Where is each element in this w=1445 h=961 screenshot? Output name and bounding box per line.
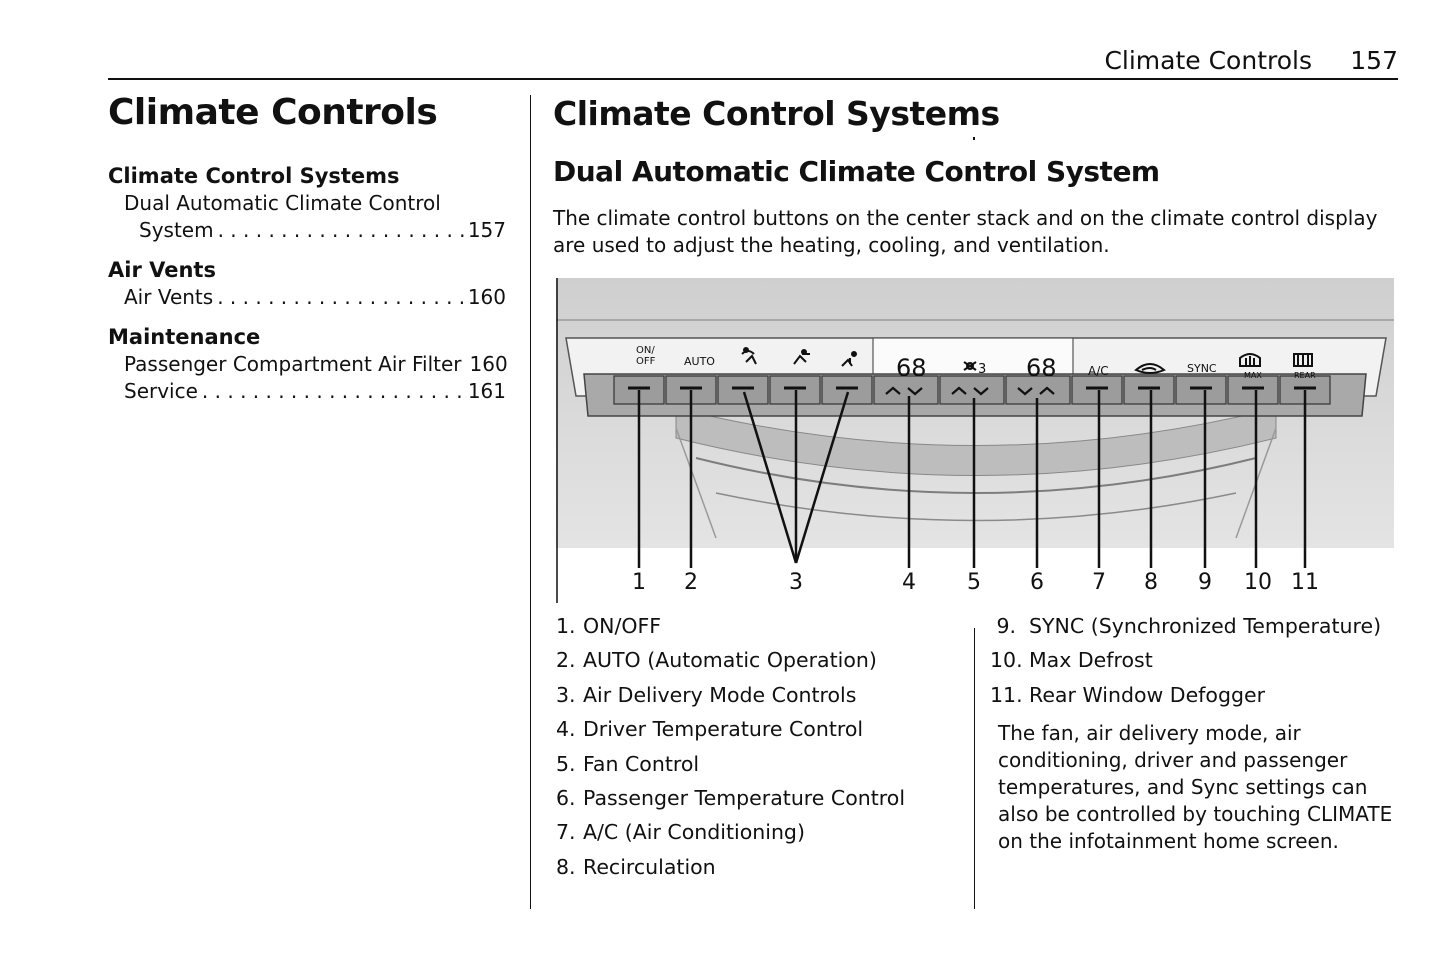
toc-entry-page: 161 xyxy=(467,379,506,403)
toc-entry[interactable]: System 157 xyxy=(108,217,506,244)
note-paragraph: The fan, air delivery mode, air conditio… xyxy=(998,721,1393,853)
defrost-floor-icon xyxy=(741,347,757,365)
toc-entry-wrap: Dual Automatic Climate Control xyxy=(108,190,506,217)
recirculation-button[interactable] xyxy=(1123,375,1175,405)
mode-defrost-floor-button[interactable] xyxy=(717,375,769,405)
subsection-title: Dual Automatic Climate Control System xyxy=(553,155,1160,188)
rear-defog-icon xyxy=(1293,353,1313,367)
toc-entry-page: 160 xyxy=(467,285,506,309)
toc-entry-page: 160 xyxy=(469,352,508,376)
callout-3: 3 xyxy=(789,570,803,595)
callout-4: 4 xyxy=(902,570,916,595)
header-page-number: 157 xyxy=(1350,46,1398,75)
callout-11: 11 xyxy=(1291,570,1319,595)
callout-10: 10 xyxy=(1244,570,1272,595)
sync-label: SYNC xyxy=(1187,362,1217,375)
sync-button[interactable] xyxy=(1175,375,1227,405)
toc-entry-title: Service xyxy=(124,379,198,403)
toc-group-climate: Climate Control Systems Dual Automatic C… xyxy=(108,162,506,244)
header-section-title: Climate Controls xyxy=(1104,46,1312,75)
toc-entry[interactable]: Passenger Compartment Air Filter 160 xyxy=(108,351,508,378)
chapter-toc: Climate Control Systems Dual Automatic C… xyxy=(108,162,508,417)
rear-label: REAR xyxy=(1294,371,1316,380)
toc-group-air-vents: Air Vents Air Vents 160 xyxy=(108,256,506,311)
auto-label: AUTO xyxy=(684,355,715,368)
callout-6: 6 xyxy=(1030,570,1044,595)
column-divider xyxy=(530,95,531,909)
on-label: ON/ xyxy=(636,345,655,356)
max-defrost-icon xyxy=(1239,353,1261,367)
ac-label: A/C xyxy=(1088,364,1109,378)
passenger-temp-rocker[interactable] xyxy=(1005,375,1071,405)
toc-group-maintenance: Maintenance Passenger Compartment Air Fi… xyxy=(108,323,508,405)
toc-heading: Air Vents xyxy=(108,258,216,282)
callout-2: 2 xyxy=(684,570,698,595)
toc-heading: Maintenance xyxy=(108,325,261,349)
callout-8: 8 xyxy=(1144,570,1158,595)
max-label: MAX xyxy=(1244,371,1262,380)
running-header: Climate Controls 157 xyxy=(108,40,1398,80)
fan-level-readout: 3 xyxy=(978,362,986,377)
off-label: OFF xyxy=(636,356,656,367)
driver-temp-rocker[interactable] xyxy=(873,375,939,405)
column-divider-inner xyxy=(974,628,975,909)
passenger-temp-readout: 68 xyxy=(1026,354,1057,382)
intro-paragraph: The climate control buttons on the cente… xyxy=(553,206,1378,257)
fan-rocker[interactable] xyxy=(939,375,1005,405)
chapter-title: Climate Controls xyxy=(108,92,438,133)
toc-entry[interactable]: Service 161 xyxy=(108,378,506,405)
divider-mark xyxy=(973,137,975,140)
toc-entry-title: Air Vents xyxy=(124,285,214,309)
toc-entry-title-line1: Dual Automatic Climate Control xyxy=(124,191,441,215)
bi-level-icon xyxy=(841,351,857,367)
callout-7: 7 xyxy=(1092,570,1106,595)
toc-entry-title: System xyxy=(139,218,214,242)
toc-leader-dots xyxy=(217,284,464,311)
climate-panel-figure: ON/ OFF AUTO 68 3 68 A/C SYNC MAX REAR xyxy=(556,278,1394,603)
max-defrost-button[interactable] xyxy=(1227,375,1279,405)
recirculation-icon xyxy=(1134,363,1166,374)
callout-lines xyxy=(637,390,1307,568)
toc-leader-dots xyxy=(202,378,464,405)
toc-heading: Climate Control Systems xyxy=(108,164,400,188)
toc-leader-dots xyxy=(218,217,464,244)
toc-entry[interactable]: Air Vents 160 xyxy=(108,284,506,311)
section-title: Climate Control Systems xyxy=(553,94,1000,133)
fan-icon xyxy=(963,361,977,371)
callout-1: 1 xyxy=(632,570,646,595)
toc-entry-title: Passenger Compartment Air Filter xyxy=(124,352,462,376)
vent-icon xyxy=(793,349,810,365)
callout-9: 9 xyxy=(1198,570,1212,595)
mode-floor-button[interactable] xyxy=(821,375,873,405)
toc-entry-page: 157 xyxy=(467,218,506,242)
callout-5: 5 xyxy=(967,570,981,595)
ac-button[interactable] xyxy=(1071,375,1123,405)
driver-temp-readout: 68 xyxy=(896,354,927,382)
